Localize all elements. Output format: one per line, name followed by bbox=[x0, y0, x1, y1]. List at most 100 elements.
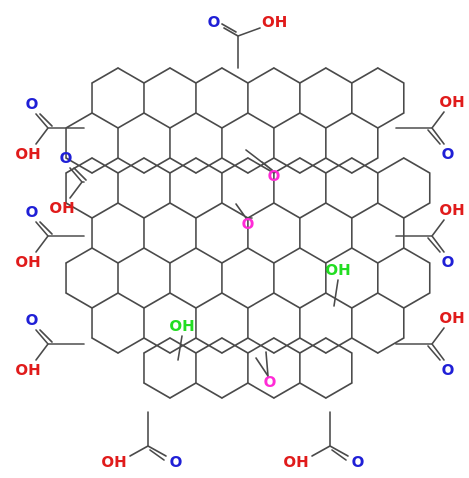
ring-bond bbox=[351, 112, 379, 129]
ring-bond bbox=[143, 157, 171, 174]
hydroxyl-bond bbox=[431, 327, 445, 345]
ring-bond bbox=[325, 382, 353, 399]
ring-bond bbox=[325, 292, 353, 309]
ring-bond bbox=[117, 112, 145, 129]
carboxyl-oh-label-9: OH bbox=[283, 453, 308, 471]
ring-bond bbox=[65, 292, 93, 309]
ring-bond bbox=[351, 67, 379, 84]
carbonyl-bond bbox=[223, 27, 239, 37]
ring-bond bbox=[169, 247, 197, 264]
ring-bond bbox=[377, 202, 405, 219]
ring-bond bbox=[351, 202, 379, 219]
carbonyl-bond bbox=[427, 345, 441, 361]
carbonyl-bond bbox=[431, 235, 445, 253]
ring-bond bbox=[377, 157, 405, 174]
epoxide-bond bbox=[265, 351, 269, 377]
ring-bond bbox=[273, 157, 301, 174]
ring-bond bbox=[402, 157, 431, 174]
ring-bond bbox=[299, 292, 327, 309]
carbonyl-bond bbox=[69, 167, 83, 183]
carboxyl-o-label-1: O bbox=[208, 13, 221, 31]
carboxyl-o-label-7: O bbox=[442, 361, 455, 379]
epoxide-bond bbox=[255, 357, 269, 377]
ring-bond bbox=[169, 157, 197, 174]
carbonyl-bond bbox=[73, 167, 87, 181]
carboxyl-oh-label-5: OH bbox=[439, 93, 464, 111]
carbonyl-bond bbox=[39, 113, 53, 127]
carboxyl-oh-label-4: OH bbox=[15, 361, 40, 379]
ring-bond bbox=[273, 292, 301, 309]
ring-bond bbox=[273, 202, 301, 219]
ring-bond bbox=[377, 67, 405, 84]
ring-bond bbox=[117, 247, 145, 264]
ring-bond bbox=[299, 202, 327, 219]
ring-bond bbox=[247, 112, 275, 129]
ring-bond bbox=[169, 202, 197, 219]
ring-bond bbox=[247, 382, 275, 399]
ring-bond bbox=[402, 247, 431, 264]
hydroxyl-bond bbox=[311, 445, 331, 457]
ring-bond bbox=[117, 157, 145, 174]
ring-bond bbox=[91, 67, 119, 84]
carbonyl-bond bbox=[39, 221, 53, 235]
ring-bond bbox=[377, 337, 405, 354]
ring-bond bbox=[169, 67, 197, 84]
ring-bond bbox=[195, 67, 223, 84]
ring-bond bbox=[195, 112, 223, 129]
carbonyl-bond bbox=[35, 113, 49, 129]
ring-bond bbox=[351, 292, 379, 309]
ring-bond bbox=[91, 247, 119, 264]
ring-bond bbox=[65, 112, 93, 129]
ring-bond bbox=[195, 202, 223, 219]
epoxide-bond bbox=[261, 161, 273, 171]
ring-bond bbox=[247, 247, 275, 264]
ring-bond bbox=[299, 382, 327, 399]
carboxyl-o-label-3: O bbox=[26, 203, 39, 221]
carbonyl-bond bbox=[147, 445, 167, 457]
ring-bond bbox=[221, 337, 249, 354]
ring-bond bbox=[117, 292, 145, 309]
carboxyl-oh-label-8: OH bbox=[101, 453, 126, 471]
epoxide-o-label-2: O bbox=[242, 215, 255, 233]
hydroxyl-bond bbox=[35, 127, 49, 145]
carboxyl-o-label-2: O bbox=[26, 95, 39, 113]
ring-bond bbox=[325, 337, 353, 354]
carboxyl-o-label-8: O bbox=[170, 453, 183, 471]
ring-bond bbox=[221, 67, 249, 84]
carboxyl-oh-label-6: OH bbox=[439, 201, 464, 219]
ring-bond bbox=[91, 337, 119, 354]
ring-bond bbox=[195, 247, 223, 264]
ring-bond bbox=[169, 292, 197, 309]
ring-oh-label-2: OH bbox=[169, 317, 194, 335]
ring-bond bbox=[143, 292, 171, 309]
ring-bond bbox=[143, 382, 171, 399]
ring-bond bbox=[247, 292, 275, 309]
ring-bond bbox=[299, 247, 327, 264]
hydroxyl-bond bbox=[237, 27, 261, 37]
carbonyl-bond bbox=[329, 445, 349, 457]
ring-bond bbox=[247, 337, 275, 354]
ring-bond bbox=[221, 112, 249, 129]
ring-bond bbox=[195, 157, 223, 174]
carboxyl-oh-label-7: OH bbox=[439, 309, 464, 327]
ring-bond bbox=[273, 337, 301, 354]
carbonyl-bond bbox=[427, 237, 441, 253]
ring-bond bbox=[325, 157, 353, 174]
carbonyl-bond bbox=[35, 221, 49, 237]
carbonyl-bond bbox=[149, 449, 165, 461]
ring-bond bbox=[299, 337, 327, 354]
hydroxyl-bond bbox=[177, 335, 183, 361]
ring-bond bbox=[247, 67, 275, 84]
ring-oh-label-1: OH bbox=[325, 261, 350, 279]
carbonyl-bond bbox=[431, 343, 445, 361]
ring-bond bbox=[351, 157, 379, 174]
carbonyl-bond bbox=[39, 329, 53, 343]
ring-bond bbox=[221, 382, 249, 399]
carboxyl-o-label-9: O bbox=[352, 453, 365, 471]
ring-bond bbox=[221, 292, 249, 309]
ring-bond bbox=[143, 247, 171, 264]
ring-bond bbox=[325, 202, 353, 219]
ring-bond bbox=[273, 67, 301, 84]
ring-bond bbox=[299, 67, 327, 84]
